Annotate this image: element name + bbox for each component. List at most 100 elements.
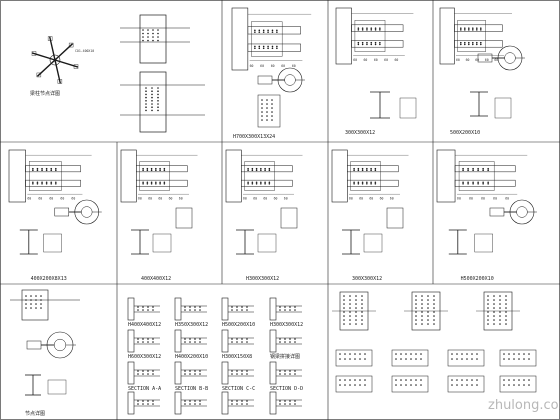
dimension-text: 60 <box>179 196 183 200</box>
dimension-text: 60 <box>38 196 42 200</box>
bolt-mark <box>231 403 233 405</box>
bolt-mark <box>189 370 191 372</box>
dimension-text: 60 <box>60 196 64 200</box>
bolt-mark <box>456 384 458 386</box>
bolt-mark <box>476 43 478 46</box>
radial-end <box>73 64 79 69</box>
bolt-mark <box>477 169 479 172</box>
bolt-mark <box>260 183 262 185</box>
bolt-mark <box>355 319 357 321</box>
bolt-mark <box>366 43 368 46</box>
bolt-mark <box>482 167 484 170</box>
bolt-mark <box>142 169 144 172</box>
bolt-mark <box>267 29 269 32</box>
bolt-mark <box>279 309 281 311</box>
bolt-mark <box>468 29 470 31</box>
bolt-mark <box>433 295 435 297</box>
bolt-mark <box>349 299 351 301</box>
bolt-mark <box>499 307 501 309</box>
bolt-mark <box>254 47 256 50</box>
bolt-mark <box>505 295 507 297</box>
splice-plate <box>244 161 275 191</box>
column-section <box>127 391 135 415</box>
bolt-mark <box>199 306 201 308</box>
column-section <box>174 361 182 385</box>
splice-plate <box>391 349 429 367</box>
bolt-mark <box>155 169 157 172</box>
bolt-mark <box>271 115 273 117</box>
bolt-mark <box>276 45 278 48</box>
bolt-mark <box>415 315 417 317</box>
bolt-mark <box>482 181 484 184</box>
bolt-mark <box>254 45 256 48</box>
bolt-mark <box>361 303 363 305</box>
column-section <box>231 7 249 71</box>
panel-caption: SECTION B-B <box>175 386 208 392</box>
bolt-mark <box>271 99 273 101</box>
panel-caption: 梁柱节点详图 <box>30 90 60 97</box>
bolt-mark <box>472 183 474 185</box>
bolt-mark <box>36 167 39 170</box>
bolt-mark <box>513 384 515 386</box>
bolt-mark <box>505 319 507 321</box>
bolt-mark <box>468 27 470 29</box>
bolt-mark <box>374 181 377 184</box>
bolt-mark <box>294 341 296 343</box>
bolt-mark <box>246 341 248 343</box>
bolt-mark <box>247 167 249 170</box>
bolt-mark <box>255 181 258 184</box>
bolt-mark <box>355 299 357 301</box>
bolt-mark <box>264 169 266 172</box>
bolt-mark <box>421 319 423 321</box>
bolt-mark <box>147 341 149 343</box>
bolt-mark <box>374 167 377 170</box>
bolt-mark <box>151 106 153 108</box>
bolt-mark <box>366 181 368 184</box>
bolt-mark <box>523 384 525 386</box>
bolt-mark <box>262 47 265 50</box>
bolt-mark <box>147 373 149 375</box>
bolt-mark <box>518 384 520 386</box>
bolt-mark <box>482 183 484 185</box>
bolt-mark <box>258 47 261 50</box>
bolt-mark <box>236 338 238 340</box>
dimension-text: 60 <box>253 196 257 200</box>
bolt-mark <box>241 306 243 308</box>
inner-circle <box>504 52 516 64</box>
bolt-mark <box>487 311 489 313</box>
bolt-mark <box>294 400 296 402</box>
bolt-mark <box>355 323 357 325</box>
bolt-mark <box>41 181 43 184</box>
bolt-mark <box>271 31 274 33</box>
panel-caption: H300X300X12 <box>270 322 303 328</box>
bolt-mark <box>493 299 495 301</box>
beam-flange <box>454 24 503 32</box>
bolt-mark <box>415 319 417 321</box>
bolt-mark <box>353 167 355 170</box>
bolt-mark <box>405 379 407 381</box>
bolt-mark <box>370 43 373 46</box>
bolt-mark <box>344 384 346 386</box>
bolt-mark <box>433 311 435 313</box>
bolt-mark <box>361 169 364 172</box>
bolt-mark <box>487 183 489 185</box>
bolt-mark <box>361 167 364 170</box>
bolt-mark <box>261 119 263 121</box>
bolt-mark <box>294 370 296 372</box>
bolt-mark <box>246 373 248 375</box>
dimension-text: 60 <box>359 196 363 200</box>
bolt-mark <box>25 307 27 309</box>
dimension-text: 60 <box>353 58 357 62</box>
bolt-mark <box>355 315 357 317</box>
bolt-mark <box>262 31 265 33</box>
column-section <box>221 297 229 321</box>
bolt-mark <box>503 353 505 355</box>
radial-end <box>57 79 63 84</box>
bolt-mark <box>339 379 341 381</box>
bolt-mark <box>456 353 458 355</box>
bolt-mark <box>471 353 473 355</box>
bolt-mark <box>415 323 417 325</box>
bolt-mark <box>255 167 258 170</box>
bolt-mark <box>246 403 248 405</box>
bolt-mark <box>472 29 474 31</box>
